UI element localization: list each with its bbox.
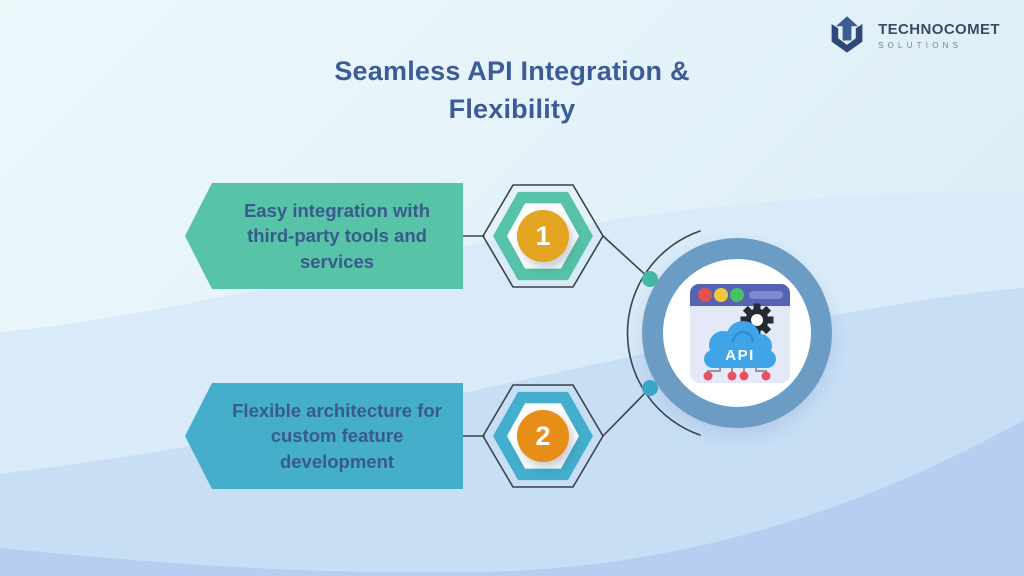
step-badge-1: 1 — [493, 190, 593, 282]
step-badge-2: 2 — [493, 390, 593, 482]
brand-logo: TECHNOCOMET SOLUTIONS — [825, 13, 1000, 57]
connector-hex1-hub — [602, 235, 651, 280]
step-banner-1: Easy integration with third-party tools … — [185, 183, 463, 289]
api-label: API — [725, 347, 755, 364]
browser-dot-yellow-icon — [714, 288, 728, 302]
page-title: Seamless API Integration & Flexibility — [334, 56, 690, 125]
step-number-1: 1 — [517, 210, 569, 262]
browser-window-icon: API — [690, 284, 790, 383]
step-banner-1-text: Easy integration with third-party tools … — [243, 200, 431, 272]
api-cloud-gear-icon — [703, 303, 776, 381]
api-node-dot — [727, 371, 737, 381]
api-node-dot — [703, 371, 713, 381]
browser-dot-red-icon — [698, 288, 712, 302]
connector-hex2-hub — [602, 387, 651, 437]
api-node-dot — [761, 371, 771, 381]
step-banner-2: Flexible architecture for custom feature… — [185, 383, 463, 489]
gear-icon — [740, 303, 774, 337]
browser-dot-green-icon — [730, 288, 744, 302]
cloud-icon — [704, 321, 776, 368]
brand-tagline: SOLUTIONS — [878, 40, 963, 50]
step-number-2: 2 — [517, 410, 569, 462]
step-banner-2-text: Flexible architecture for custom feature… — [232, 400, 442, 472]
api-node-dot — [739, 371, 749, 381]
browser-header-bar — [690, 284, 790, 306]
browser-address-pill — [749, 291, 783, 299]
brand-name: TECHNOCOMET — [878, 20, 1000, 38]
logo-icon — [831, 16, 863, 53]
